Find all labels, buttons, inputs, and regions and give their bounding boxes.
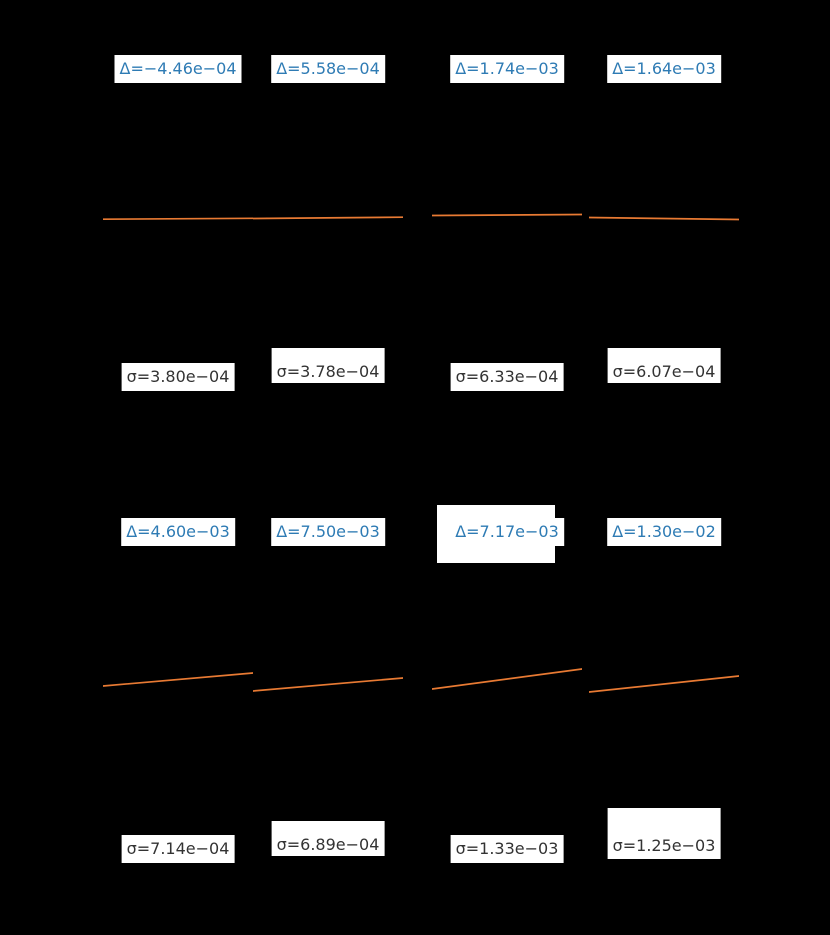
trace-line: [589, 216, 739, 221]
sigma-annotation: σ=3.78e−04: [271, 348, 385, 383]
delta-annotation: Δ=1.30e−02: [607, 518, 721, 547]
delta-annotation: Δ=7.17e−03: [450, 518, 564, 547]
sigma-annotation: σ=6.33e−04: [450, 363, 564, 392]
trace-line: [253, 216, 403, 220]
sigma-annotation: σ=6.89e−04: [271, 821, 385, 856]
sigma-annotation: σ=3.80e−04: [121, 363, 235, 392]
sigma-annotation-text: σ=6.89e−04: [276, 835, 380, 854]
sigma-annotation-text: σ=7.14e−04: [126, 839, 230, 858]
delta-annotation-text: Δ=7.17e−03: [455, 522, 559, 541]
delta-annotation: Δ=1.74e−03: [450, 55, 564, 84]
sigma-annotation-text: σ=1.25e−03: [612, 836, 716, 855]
subplot-panel-6: Δ=7.50e−03 σ=6.89e−04: [253, 505, 403, 875]
delta-annotation-text: Δ=5.58e−04: [276, 59, 380, 78]
delta-annotation-text: Δ=7.50e−03: [276, 522, 380, 541]
sigma-annotation: σ=7.14e−04: [121, 835, 235, 864]
subplot-panel-2: Δ=5.58e−04 σ=3.78e−04: [253, 40, 403, 410]
trace-line: [432, 668, 582, 690]
subplot-panel-3: Δ=1.74e−03 σ=6.33e−04: [432, 40, 582, 410]
sigma-annotation-text: σ=6.07e−04: [612, 362, 716, 381]
trace-line: [103, 672, 253, 687]
delta-annotation-text: Δ=1.64e−03: [612, 59, 716, 78]
delta-annotation-text: Δ=4.60e−03: [126, 522, 230, 541]
delta-annotation: Δ=−4.46e−04: [114, 55, 242, 84]
subplot-panel-4: Δ=1.64e−03 σ=6.07e−04: [589, 40, 739, 410]
trace-line: [589, 675, 739, 693]
delta-annotation-text: Δ=1.74e−03: [455, 59, 559, 78]
sigma-annotation: σ=1.33e−03: [450, 835, 564, 864]
delta-annotation: Δ=7.50e−03: [271, 518, 385, 547]
sigma-annotation-text: σ=3.80e−04: [126, 367, 230, 386]
delta-annotation: Δ=5.58e−04: [271, 55, 385, 84]
trace-line: [103, 217, 253, 221]
sigma-annotation-text: σ=1.33e−03: [455, 839, 559, 858]
sigma-annotation: σ=6.07e−04: [607, 348, 721, 383]
delta-annotation-text: Δ=1.30e−02: [612, 522, 716, 541]
sigma-annotation: σ=1.25e−03: [607, 808, 721, 859]
sigma-annotation-text: σ=3.78e−04: [276, 362, 380, 381]
subplot-panel-1: Δ=−4.46e−04 σ=3.80e−04: [103, 40, 253, 410]
subplot-panel-7: Δ=7.17e−03 σ=1.33e−03: [432, 505, 582, 875]
subplot-panel-8: Δ=1.30e−02 σ=1.25e−03: [589, 505, 739, 875]
sigma-annotation-text: σ=6.33e−04: [455, 367, 559, 386]
delta-annotation-text: Δ=−4.46e−04: [119, 59, 237, 78]
subplot-panel-5: Δ=4.60e−03 σ=7.14e−04: [103, 505, 253, 875]
delta-annotation: Δ=1.64e−03: [607, 55, 721, 84]
trace-line: [432, 213, 582, 217]
trace-line: [253, 677, 403, 692]
delta-annotation: Δ=4.60e−03: [121, 518, 235, 547]
